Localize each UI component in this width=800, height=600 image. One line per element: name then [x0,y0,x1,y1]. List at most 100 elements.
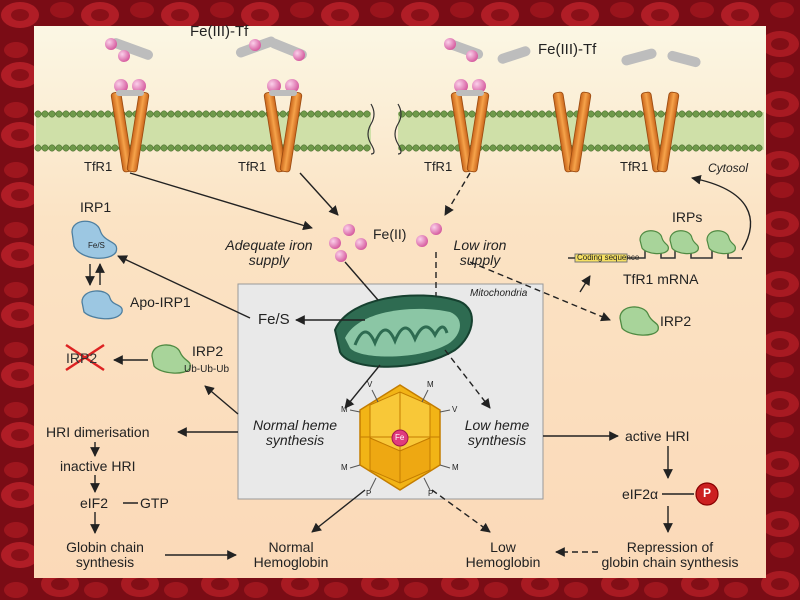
ub-chain-label: Ub-Ub-Ub [184,364,230,375]
lipid-head [209,110,217,118]
lipid-head [335,110,343,118]
arrow-heme-to-low-hb [431,489,491,533]
lipid-head [496,110,504,118]
irp1-protein [71,220,118,259]
lipid-head [363,144,371,152]
lipid-head [748,110,756,118]
lipid-head [90,144,98,152]
heme-substituent: V [452,405,458,414]
arrow-mito-to-low-heme [444,349,491,409]
fe-tf-label-left: Fe(III)-Tf [190,23,249,40]
lipid-head [244,144,252,152]
lipid-head [55,144,63,152]
lipid-head [545,110,553,118]
lipid-head [433,144,441,152]
fe-tf-label-right: Fe(III)-Tf [538,41,597,58]
lipid-head [706,110,714,118]
lipid-head [671,144,679,152]
lipid-head [678,110,686,118]
apo-tf-molecule [667,50,701,68]
iron-cluster [329,223,442,262]
low-iron-supply-label: Low iron supply [440,237,520,269]
cytosol-label: Cytosol [708,161,749,175]
lipid-head [328,110,336,118]
lipid-head [223,110,231,118]
lipid-head [755,110,763,118]
lipid-head [629,144,637,152]
lipid-head [524,110,532,118]
lipid-head [482,144,490,152]
gtp-label: GTP [140,495,169,511]
lipid-head [181,110,189,118]
arrow-low-iron-to-irp2 [469,261,611,322]
lipid-head [363,110,371,118]
lipid-head [202,110,210,118]
lipid-head [741,110,749,118]
adequate-iron-supply-label: Adequate iron supply [214,237,324,269]
lipid-head [76,110,84,118]
heme-substituent: V [367,380,373,389]
lipid-head [293,144,301,152]
lipid-head [237,144,245,152]
arrow-to-mrna [579,275,591,293]
low-hb-line2: Hemoglobin [465,554,541,571]
lipid-head [83,144,91,152]
normal-heme-line2: synthesis [265,432,325,449]
arrow-tfr1-low [444,172,471,216]
lipid-head [496,144,504,152]
low-hb-line1: Low [490,539,516,555]
lipid-head [349,144,357,152]
lipid-head [335,144,343,152]
fe-tf-molecule [444,38,484,62]
lipid-head [594,144,602,152]
globin-chain-synthesis-label: Globin chain synthesis [50,539,160,571]
lipid-head [146,110,154,118]
lipid-head [713,144,721,152]
lipid-head [552,144,560,152]
lipid-head [181,144,189,152]
lipid-head [300,144,308,152]
lipid-head [202,144,210,152]
lipid-head [678,144,686,152]
irp2-protein-right [619,306,659,336]
low-heme-synthesis-label: Low heme synthesis [452,417,542,449]
lipid-head [657,110,665,118]
lipid-head [307,144,315,152]
lipid-head [503,110,511,118]
globin-line2: synthesis [75,554,135,571]
tfr1-receptor [640,91,680,173]
lipid-head [237,110,245,118]
pathway-arrows [85,172,752,560]
heme-substituent: M [452,463,459,472]
lipid-head [300,110,308,118]
lipid-head [685,110,693,118]
degraded-irp2-cross [65,343,105,372]
tfr1-mrna-label: TfR1 mRNA [623,271,699,287]
lipid-head [545,144,553,152]
apo-tf-molecule [497,46,531,64]
lipid-head [622,110,630,118]
apo-irp1-label: Apo-IRP1 [130,294,191,310]
normal-hb-line1: Normal [268,539,314,555]
tfr1-label: TfR1 [620,159,649,174]
lipid-head [419,110,427,118]
low-hemoglobin-label: Low Hemoglobin [448,539,558,571]
fes-label: Fe/S [258,311,290,328]
irp2-right-label: IRP2 [660,313,692,329]
lipid-head [111,144,119,152]
fe-ii-label: Fe(II) [373,226,407,242]
heme-substituent: P [428,489,434,498]
eif2a-label: eIF2α [622,486,659,502]
lipid-head [412,144,420,152]
lipid-head [167,110,175,118]
fes-cluster-label: Fe/S [88,241,105,250]
normal-hb-line2: Hemoglobin [253,554,329,571]
lipid-head [636,110,644,118]
lipid-head [727,110,735,118]
lipid-head [531,144,539,152]
lipid-head [587,110,595,118]
lipid-head [720,110,728,118]
apo-irp1-protein [81,290,123,320]
lipid-head [174,144,182,152]
tfr1-receptor [263,79,303,173]
